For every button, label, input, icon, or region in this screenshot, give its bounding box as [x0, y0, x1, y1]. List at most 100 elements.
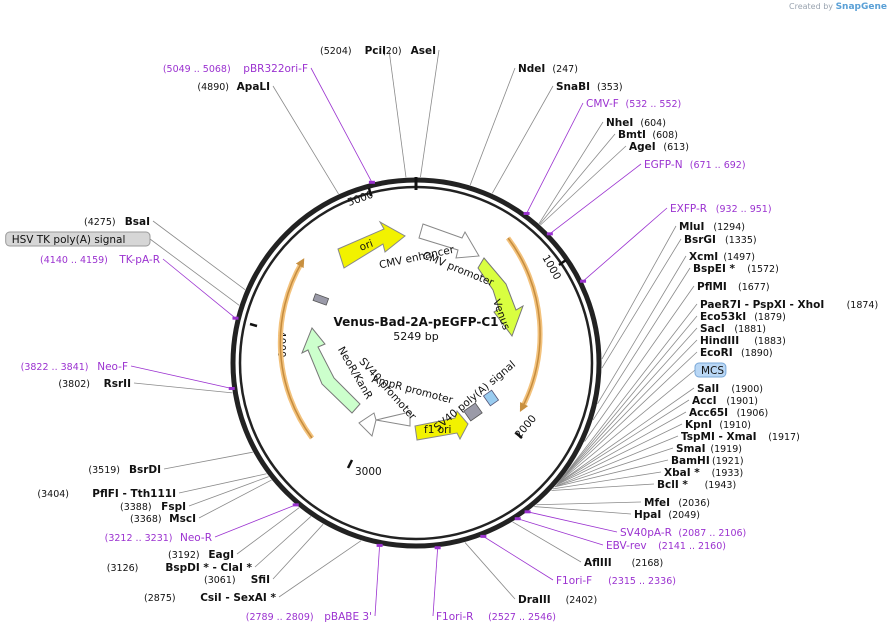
pcii-pos: (5204) — [320, 46, 352, 57]
orf-arrow-venus — [507, 237, 541, 412]
exfp-r-pos: (932 .. 951) — [716, 204, 772, 215]
ebv-rev-pos: (2141 .. 2160) — [658, 541, 726, 552]
hsv-tk-poly-a-signal-connector — [149, 238, 240, 306]
pbabe-3-pos: (2789 .. 2809) — [246, 612, 314, 623]
acci-name: AccI — [692, 395, 716, 407]
mcs-connector — [558, 369, 696, 483]
bmti-name: BmtI — [618, 129, 646, 141]
tick-label-1000: 1000 — [539, 253, 563, 282]
ndei-pos: (247) — [552, 64, 578, 75]
bsrgi-connector — [601, 238, 682, 369]
hpai-name: HpaI — [634, 509, 661, 521]
f1ori-r-pos: (2527 .. 2546) — [488, 612, 556, 623]
egfp-n-primer-mark — [546, 232, 553, 236]
kpni-pos: (1910) — [719, 420, 751, 431]
sali-connector — [557, 387, 695, 484]
feature-ampr-promoter[interactable] — [358, 411, 411, 437]
smai-pos: (1919) — [710, 444, 742, 455]
paer7i-pspxi-xhoi-pos: (1874) — [847, 300, 879, 311]
csii-sexai-name: CsiI - SexAI * — [200, 592, 276, 604]
sfii-name: SfiI — [251, 574, 270, 586]
f1ori-r-primer-mark — [434, 546, 441, 550]
mfei-connector — [536, 501, 642, 506]
sfii-pos: (3061) — [204, 575, 236, 586]
cmv-f-connector — [526, 102, 584, 214]
hpai-pos: (2049) — [668, 510, 700, 521]
bsrdi-pos: (3519) — [88, 465, 120, 476]
bcli-pos: (1943) — [705, 480, 737, 491]
feature-neor-kanr[interactable] — [301, 327, 361, 414]
xcmi-pos: (1497) — [723, 252, 755, 263]
smai-name: SmaI — [676, 443, 706, 455]
afliii-name: AflIII — [584, 557, 612, 569]
exfp-r-name: EXFP-R — [670, 203, 707, 215]
hsv-tk-poly-a-signal-badge[interactable] — [5, 231, 151, 247]
neo-r-pos: (3212 .. 3231) — [105, 533, 173, 544]
ecori-connector — [558, 351, 698, 482]
pflfi-tth111i-name: PflFI - Tth111I — [92, 488, 176, 500]
feature-cmv-enhancer[interactable] — [418, 223, 480, 259]
csii-sexai-connector — [278, 540, 362, 598]
asei-name: AseI — [411, 45, 436, 57]
nhei-pos: (604) — [640, 118, 666, 129]
feature-ori[interactable] — [337, 220, 406, 269]
feature-f1-ori[interactable] — [414, 409, 469, 441]
tk-pa-r-connector — [162, 258, 236, 319]
saci-name: SacI — [700, 323, 725, 335]
xbai-name: XbaI * — [664, 467, 700, 479]
eagi-connector — [236, 507, 300, 555]
ndei-name: NdeI — [518, 63, 545, 75]
ndei-connector — [469, 67, 516, 186]
tick-5000 — [367, 187, 373, 197]
sfii-connector — [272, 523, 324, 580]
acc65i-connector — [556, 411, 687, 485]
xcmi-connector — [597, 255, 687, 405]
plasmid-size: 5249 bp — [393, 330, 438, 343]
bsrdi-connector — [163, 451, 253, 470]
feature-venus[interactable] — [477, 257, 524, 338]
pflfi-tth111i-connector — [178, 473, 267, 494]
ebv-rev-primer-mark — [514, 517, 521, 521]
eco53ki-connector — [560, 315, 698, 480]
neo-r-primer-mark — [292, 503, 299, 507]
hsv-tk-poly-a-signal-badge-label: HSV TK poly(A) signal — [12, 234, 126, 246]
tick-4000 — [249, 322, 258, 328]
exfp-r-primer-mark — [580, 279, 587, 283]
feature-label-f1-ori: f1 ori — [424, 424, 451, 436]
bspdi-clai-connector — [254, 516, 312, 568]
bspei-pos: (1572) — [747, 264, 779, 275]
mlui-pos: (1294) — [713, 222, 745, 233]
hindiii-pos: (1883) — [754, 336, 786, 347]
tspmi-xmai-connector — [555, 435, 679, 487]
pbr322ori-f-primer-mark — [368, 180, 375, 184]
feature-grey-box[interactable] — [463, 402, 483, 422]
feature-hsv-tk-polya[interactable] — [312, 293, 330, 306]
tick-label-2000: 2000 — [513, 413, 539, 441]
sv40pa-r-name: SV40pA-R — [620, 527, 672, 539]
backbone-outer — [230, 177, 602, 549]
mcs-badge[interactable] — [694, 362, 727, 378]
pflfi-tth111i-pos: (3404) — [37, 489, 69, 500]
msci-name: MscI — [169, 513, 196, 525]
pflmi-name: PflMI — [697, 281, 727, 293]
snabi-name: SnaBI — [556, 81, 590, 93]
tk-pa-r-pos: (4140 .. 4159) — [40, 255, 108, 266]
f1ori-f-pos: (2315 .. 2336) — [608, 576, 676, 587]
apali-pos: (4890) — [197, 82, 229, 93]
draiii-name: DraIII — [518, 594, 551, 606]
mcs-badge-label: MCS — [701, 365, 724, 377]
hindiii-name: HindIII — [700, 335, 739, 347]
bsai-connector — [152, 220, 246, 291]
pbabe-3-connector — [374, 545, 381, 617]
pcii-connector — [388, 49, 407, 178]
neo-r-name: Neo-R — [180, 532, 212, 544]
feature-sv40-polya[interactable] — [482, 389, 500, 407]
fspi-name: FspI — [161, 501, 186, 513]
cmv-f-name: CMV-F — [586, 98, 619, 110]
asei-pos: (20) — [382, 46, 402, 57]
pcii-name: PciI — [365, 45, 386, 57]
fspi-connector — [188, 476, 269, 507]
ebv-rev-connector — [517, 518, 604, 546]
kpni-connector — [556, 423, 683, 486]
